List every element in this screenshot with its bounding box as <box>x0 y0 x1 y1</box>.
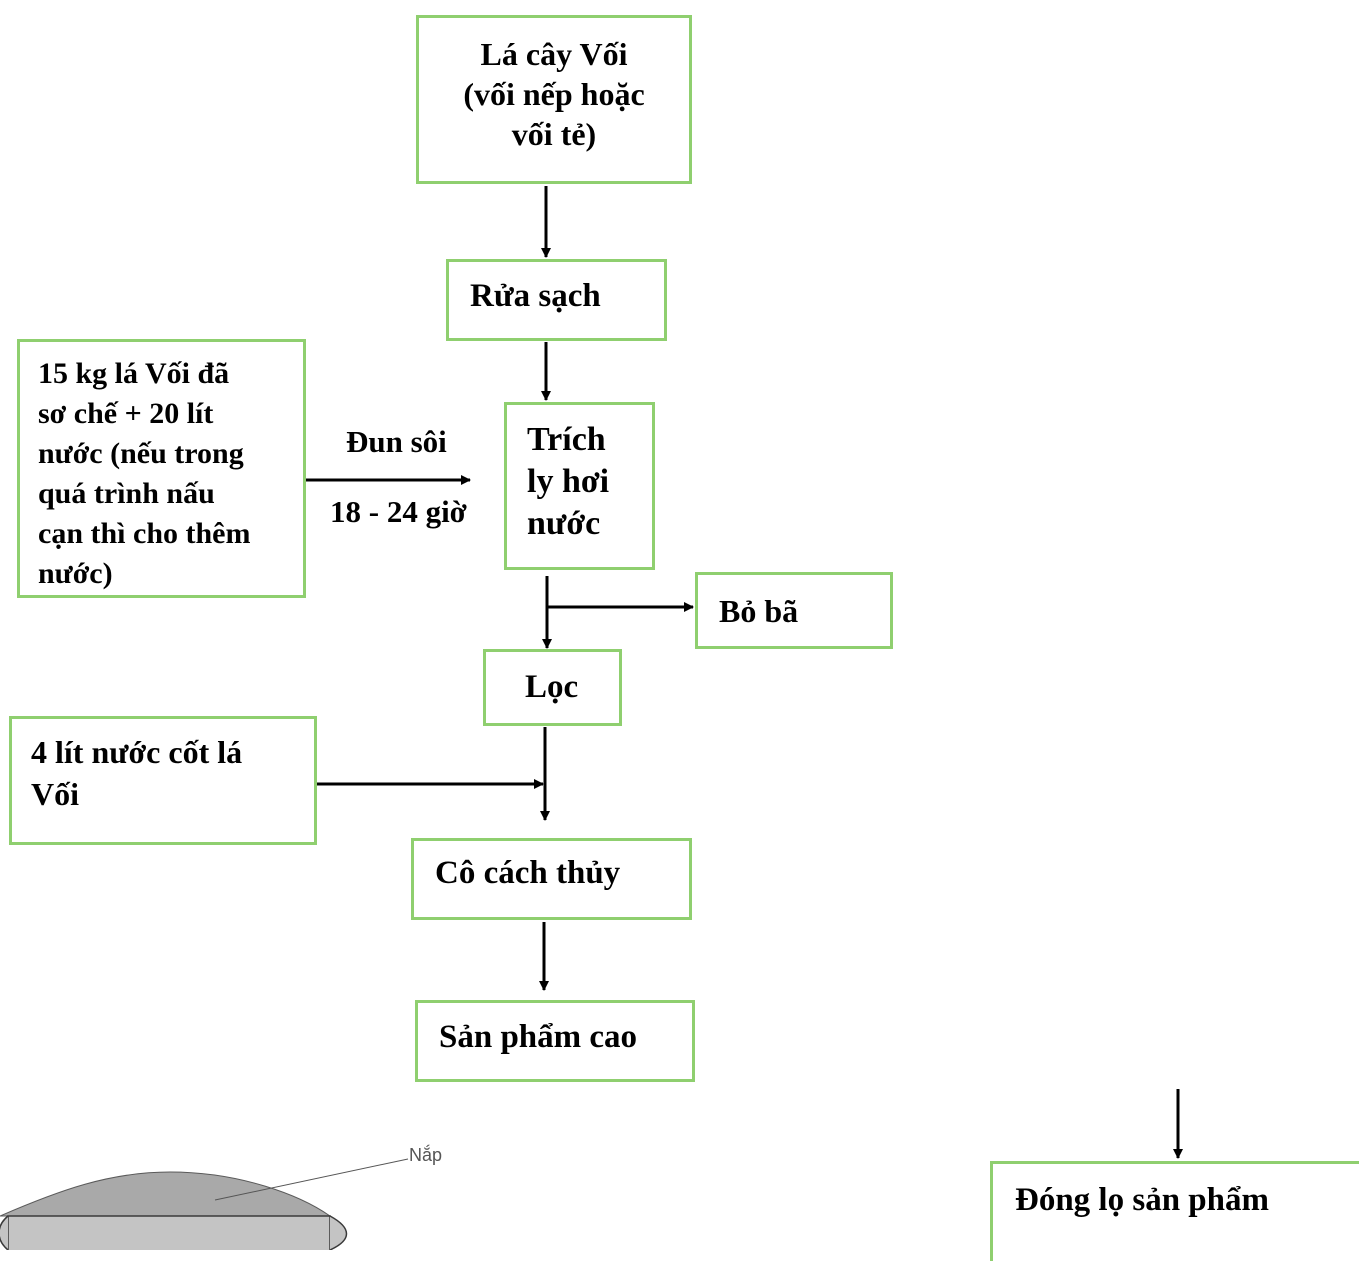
node-loc: Lọc <box>483 649 622 726</box>
node-nuoc-cot-label: 4 lít nước cốt lá Vối <box>31 734 243 812</box>
edge-label-dun-soi: Đun sôi <box>346 424 447 459</box>
node-rua-sach: Rửa sạch <box>446 259 667 341</box>
pot-handle-right <box>329 1215 348 1250</box>
node-la-cay-voi: Lá cây Vối (vối nếp hoặc vối tẻ) <box>416 15 692 184</box>
node-bo-ba: Bỏ bã <box>695 572 893 649</box>
node-dong-lo-label: Đóng lọ sản phẩm <box>1015 1182 1269 1218</box>
node-dong-lo: Đóng lọ sản phẩm <box>990 1161 1359 1261</box>
node-nguyen-lieu-label: 15 kg lá Vối đã sơ chế + 20 lít nước (nế… <box>38 357 251 590</box>
node-nguyen-lieu: 15 kg lá Vối đã sơ chế + 20 lít nước (nế… <box>17 339 306 598</box>
node-san-pham-cao: Sản phẩm cao <box>415 1000 695 1082</box>
edge-label-thoi-gian: 18 - 24 giờ <box>330 494 467 529</box>
node-co-cach-thuy-label: Cô cách thủy <box>435 855 621 891</box>
node-trich-ly-label: Trích ly hơi nước <box>527 421 610 542</box>
node-la-cay-voi-label: Lá cây Vối (vối nếp hoặc vối tẻ) <box>463 36 645 152</box>
pot-handle-left <box>0 1215 9 1250</box>
pot-body <box>7 1215 331 1250</box>
node-loc-label: Lọc <box>525 669 579 705</box>
apparatus-pot <box>0 1158 409 1250</box>
node-san-pham-cao-label: Sản phẩm cao <box>439 1019 638 1055</box>
node-co-cach-thuy: Cô cách thủy <box>411 838 692 920</box>
apparatus-lid-label: Nắp <box>409 1145 443 1165</box>
node-bo-ba-label: Bỏ bã <box>719 593 799 629</box>
lid-leader-line <box>214 1158 409 1201</box>
pot-lid <box>0 1171 332 1217</box>
node-trich-ly: Trích ly hơi nước <box>504 402 655 570</box>
node-nuoc-cot: 4 lít nước cốt lá Vối <box>9 716 317 845</box>
node-rua-sach-label: Rửa sạch <box>470 278 601 314</box>
